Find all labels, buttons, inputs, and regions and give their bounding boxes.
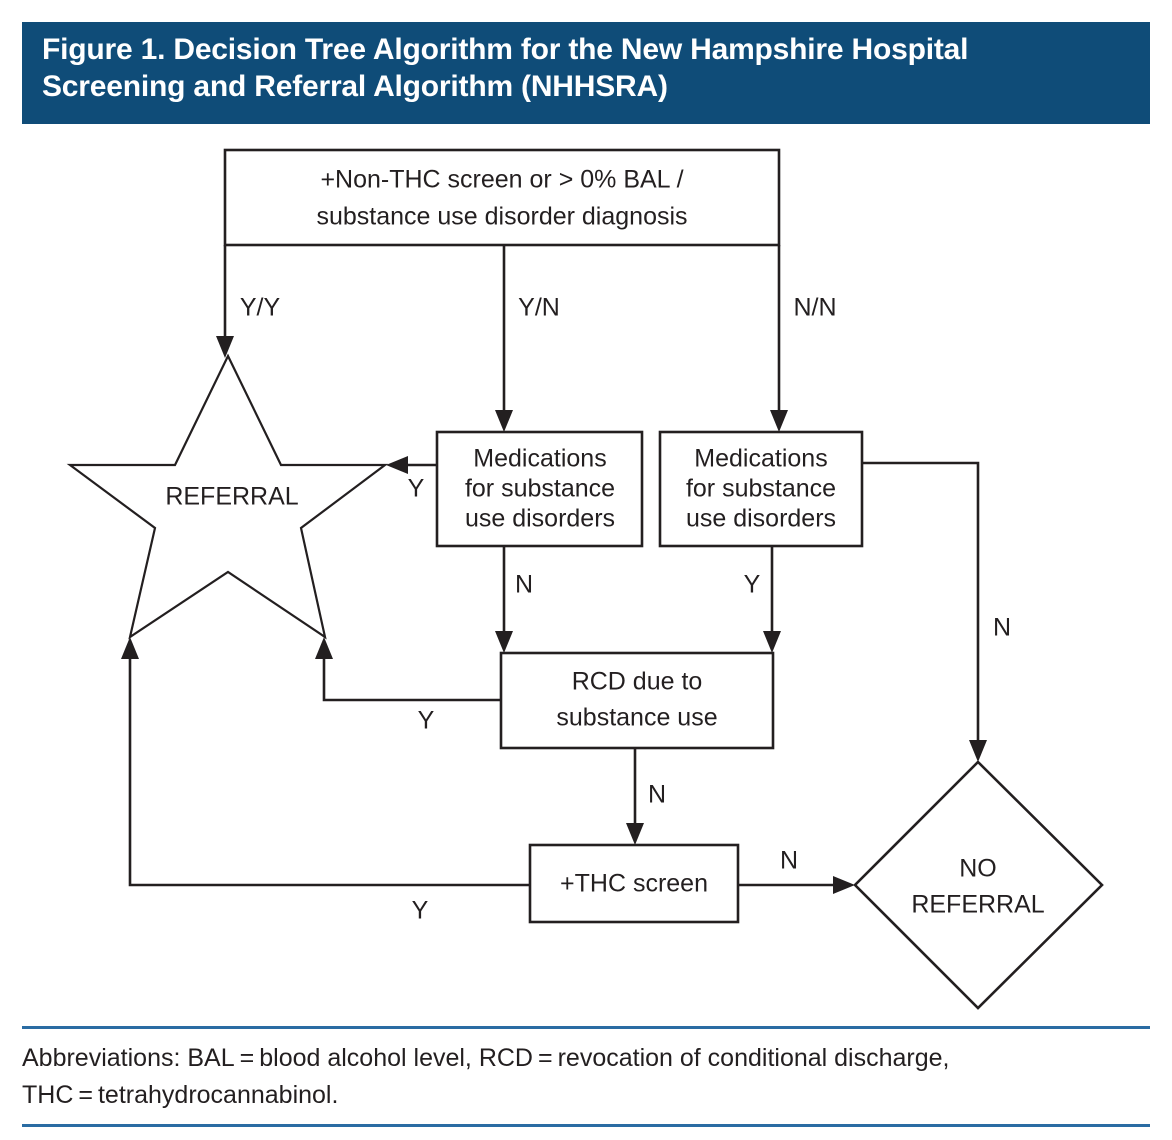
edge-label-rcd-yes: Y <box>418 707 435 735</box>
edge-mat-right-no-arrowhead <box>969 740 987 762</box>
node-root-box[interactable] <box>223 148 781 247</box>
flowchart-svg: referral (leftward) --> rcd --> rcd --> … <box>66 148 1104 1010</box>
edge-label-yy: Y/Y <box>240 294 281 322</box>
edge-root-to-mat-left-arrowhead <box>495 410 513 432</box>
node-mat-left-label-line3: use disorders <box>465 505 615 533</box>
edge-label-thc-no: N <box>780 847 798 875</box>
nodes-layer: +Non-THC screen or > 0% BAL / substance … <box>66 148 1104 1010</box>
node-thc-box[interactable] <box>528 843 740 924</box>
edges-layer: referral (leftward) --> rcd --> rcd --> … <box>121 245 987 894</box>
node-rcd-box[interactable] <box>499 651 775 750</box>
node-referral-star[interactable] <box>66 353 389 640</box>
edge-labels-layer: Y/Y Y/N N/N Y N Y N Y N Y N <box>240 294 1011 925</box>
edge-mat-left-no-arrowhead <box>495 631 513 653</box>
edge-rcd-no-arrowhead <box>626 823 644 845</box>
edge-thc-yes-arrowhead <box>121 637 139 659</box>
edge-mat-left-yes-arrowhead <box>386 456 408 474</box>
node-mat-left-label-line2: for substance <box>465 475 615 503</box>
edge-mat-right-no-line <box>862 461 980 750</box>
edge-label-nn: N/N <box>793 294 836 322</box>
node-rcd-label-line1: RCD due to <box>572 668 703 696</box>
node-thc-label: +THC screen <box>560 870 708 898</box>
footnote-block: Abbreviations: BAL = blood alcohol level… <box>22 1026 1150 1127</box>
node-root-label-line1: +Non-THC screen or > 0% BAL / <box>320 166 683 194</box>
node-mat-right-label-line1: Medications <box>694 445 827 473</box>
edge-root-to-referral-arrowhead <box>216 336 234 358</box>
figure-title: Figure 1. Decision Tree Algorithm for th… <box>42 33 969 103</box>
edge-root-to-mat-right-arrowhead <box>770 410 788 432</box>
edge-label-mat-left-no: N <box>515 571 533 599</box>
edge-rcd-yes-line <box>322 649 501 702</box>
footnote-rule-bottom <box>22 1124 1150 1127</box>
figure-header-band: Figure 1. Decision Tree Algorithm for th… <box>22 22 1150 124</box>
flowchart-canvas: referral (leftward) --> rcd --> rcd --> … <box>0 124 1172 1020</box>
edge-label-rcd-no: N <box>648 781 666 809</box>
edge-label-mat-left-yes: Y <box>408 475 425 503</box>
node-no-referral-diamond[interactable] <box>853 760 1104 1010</box>
abbreviations-text: Abbreviations: BAL = blood alcohol level… <box>22 1044 950 1109</box>
edge-label-thc-yes: Y <box>412 897 429 925</box>
node-rcd-label-line2: substance use <box>556 704 717 732</box>
node-no-referral-label-line1: NO <box>959 855 997 883</box>
node-no-referral-label-line2: REFERRAL <box>911 891 1044 919</box>
node-mat-right-label-line3: use disorders <box>686 505 836 533</box>
edge-mat-right-yes-arrowhead <box>763 631 781 653</box>
edge-thc-no-arrowhead <box>833 876 855 894</box>
node-mat-left-label-line1: Medications <box>473 445 606 473</box>
node-referral-label: REFERRAL <box>165 483 298 511</box>
edge-rcd-yes-arrowhead <box>315 637 333 659</box>
footnote-rule-top <box>22 1026 1150 1029</box>
edge-label-mat-right-yes: Y <box>744 571 761 599</box>
node-mat-right-label-line2: for substance <box>686 475 836 503</box>
node-root-label-line2: substance use disorder diagnosis <box>316 203 687 231</box>
node-mat-left-box[interactable] <box>435 430 644 548</box>
edge-thc-yes-line <box>128 649 530 887</box>
edge-label-mat-right-no: N <box>993 614 1011 642</box>
edge-label-yn: Y/N <box>518 294 560 322</box>
node-mat-right-box[interactable] <box>658 430 864 548</box>
